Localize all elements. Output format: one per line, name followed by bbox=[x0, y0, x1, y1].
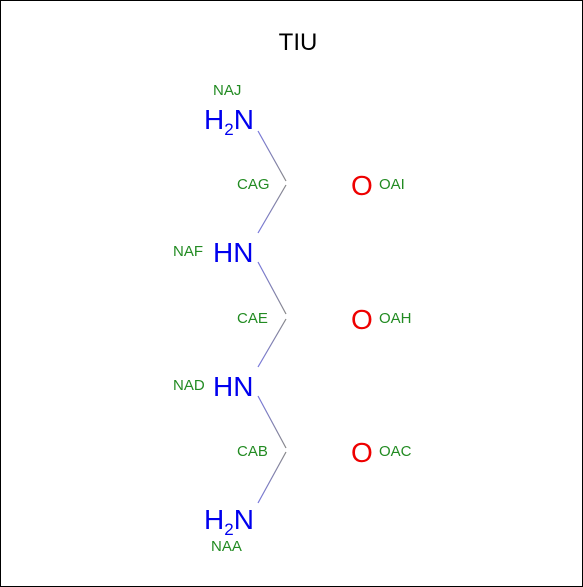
atom-symbols: H2N O HN O HN O H2N bbox=[204, 104, 373, 539]
bond-CAB-NAA bbox=[257, 451, 287, 504]
bonds bbox=[257, 130, 346, 504]
atom-label-CAB: CAB bbox=[237, 443, 268, 460]
bond-NAJ-CAG bbox=[257, 130, 287, 182]
atom-labels: NAJ CAG OAI NAF CAE OAH NAD CAB OAC NAA bbox=[173, 82, 412, 555]
atom-label-NAD: NAD bbox=[173, 377, 205, 394]
atom-OAH-symbol: O bbox=[351, 304, 373, 335]
bond-NAD-CAB bbox=[257, 395, 287, 449]
atom-label-NAJ: NAJ bbox=[213, 82, 241, 99]
atom-NAF-symbol: HN bbox=[213, 237, 253, 268]
atom-label-OAC: OAC bbox=[379, 443, 412, 460]
atom-label-OAH: OAH bbox=[379, 310, 412, 327]
bond-CAG-NAF bbox=[257, 184, 287, 234]
atom-NAA-symbol: H2N bbox=[204, 504, 254, 539]
atom-label-OAI: OAI bbox=[379, 176, 405, 193]
atom-OAI-symbol: O bbox=[351, 170, 373, 201]
atom-NAD-symbol: HN bbox=[213, 371, 253, 402]
atom-label-CAE: CAE bbox=[237, 310, 268, 327]
diagram-title: TIU bbox=[279, 29, 318, 56]
bond-NAF-CAE bbox=[257, 261, 287, 315]
bond-CAE-NAD bbox=[257, 318, 287, 368]
atom-label-NAA: NAA bbox=[211, 538, 242, 555]
atom-NAJ-symbol: H2N bbox=[204, 104, 254, 139]
atom-label-CAG: CAG bbox=[237, 176, 270, 193]
atom-label-NAF: NAF bbox=[173, 243, 203, 260]
atom-OAC-symbol: O bbox=[351, 437, 373, 468]
